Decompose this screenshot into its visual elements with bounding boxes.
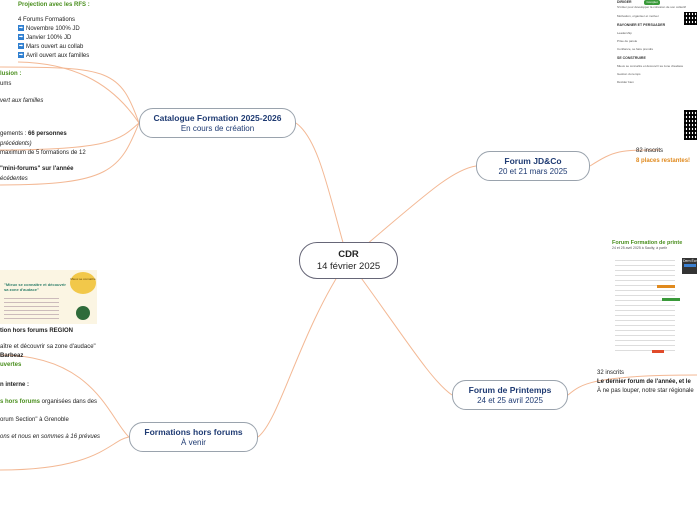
central-date: 14 février 2025 bbox=[316, 261, 381, 272]
formations-hors-forums-status: À venir bbox=[181, 438, 206, 447]
hors-line3: Barbeaz bbox=[0, 353, 24, 359]
catalogue-left-h: écédentes bbox=[0, 176, 28, 182]
arrow-right-icon: ➡ bbox=[18, 52, 24, 59]
workshop-poster-thumbnail: Mieux se connaître "Mieux se connaître e… bbox=[0, 270, 97, 324]
forum-jd-program-thumbnail: DIRIGER Complet S'initier pour développe… bbox=[617, 0, 697, 142]
forum-printemps-line1: Le dernier forum de l'année, et le bbox=[597, 379, 691, 385]
forum-jd-dates: 20 et 21 mars 2025 bbox=[498, 167, 568, 176]
projection-item: ➡Avril ouvert aux familles bbox=[18, 52, 90, 59]
hors-line4: uvertes bbox=[0, 362, 22, 368]
forum-jd-node[interactable]: Forum JD&Co 20 et 21 mars 2025 bbox=[476, 151, 590, 181]
arrow-right-icon: ➡ bbox=[18, 34, 24, 41]
hors-line1: tion hors forums REGION bbox=[0, 328, 74, 334]
forum-printemps-node[interactable]: Forum de Printemps 24 et 25 avril 2025 bbox=[452, 380, 568, 410]
projection-item: ➡Mars ouvert au collab bbox=[18, 43, 84, 50]
formations-hors-forums-title: Formations hors forums bbox=[144, 427, 243, 437]
catalogue-title: Catalogue Formation 2025-2026 bbox=[153, 113, 282, 123]
qr-code-icon bbox=[684, 110, 697, 140]
forum-jd-remaining: 8 places restantes! bbox=[636, 158, 691, 164]
forum-jd-title: Forum JD&Co bbox=[504, 156, 562, 166]
catalogue-left-e: précédents) bbox=[0, 141, 32, 147]
catalogue-left-f: maximum de 5 formations de 12 bbox=[0, 150, 86, 156]
catalogue-subtitle: En cours de création bbox=[180, 124, 255, 133]
qr-code-icon bbox=[684, 12, 697, 25]
arrow-right-icon: ➡ bbox=[18, 43, 24, 50]
catalogue-left-c: vert aux familles bbox=[0, 98, 44, 104]
forum-printemps-program-thumbnail: Forum Formation de printe 24 et 25 avril… bbox=[612, 240, 697, 358]
projection-item: ➡Novembre 100% JD bbox=[18, 25, 80, 32]
forum-printemps-dates: 24 et 25 avril 2025 bbox=[477, 396, 543, 405]
catalogue-left-a: lusion : bbox=[0, 71, 22, 77]
forum-printemps-title: Forum de Printemps bbox=[468, 385, 552, 395]
forum-printemps-inscrits: 32 inscrits bbox=[597, 370, 625, 376]
forum-jd-inscrits: 82 inscrits bbox=[636, 148, 664, 154]
central-title: CDR bbox=[338, 249, 359, 260]
projection-item: ➡Janvier 100% JD bbox=[18, 34, 72, 41]
arrow-right-icon: ➡ bbox=[18, 25, 24, 32]
catalogue-left-g: "mini-forums" sur l'année bbox=[0, 166, 74, 172]
forum-printemps-line2: À ne pas louper, notre star régionale bbox=[597, 388, 694, 394]
hors-line7: orum Section" à Grenoble bbox=[0, 417, 69, 423]
hors-line2: aître et découvrir sa zone d'audace" bbox=[0, 344, 96, 350]
forums-count: 4 Forums Formations bbox=[18, 17, 76, 23]
catalogue-node[interactable]: Catalogue Formation 2025-2026 En cours d… bbox=[139, 108, 296, 138]
catalogue-left-b: ums bbox=[0, 81, 12, 87]
catalogue-left-d: gements : 66 personnes bbox=[0, 131, 67, 137]
hors-line8: ons et nous en sommes à 16 prévues bbox=[0, 434, 101, 440]
projection-heading: Projection avec les RFS : bbox=[18, 2, 90, 8]
hors-line6: s hors forums organisées dans des bbox=[0, 399, 98, 405]
formations-hors-forums-node[interactable]: Formations hors forums À venir bbox=[129, 422, 258, 452]
central-node[interactable]: CDR 14 février 2025 bbox=[299, 242, 398, 279]
hors-line5: n interne : bbox=[0, 382, 30, 388]
